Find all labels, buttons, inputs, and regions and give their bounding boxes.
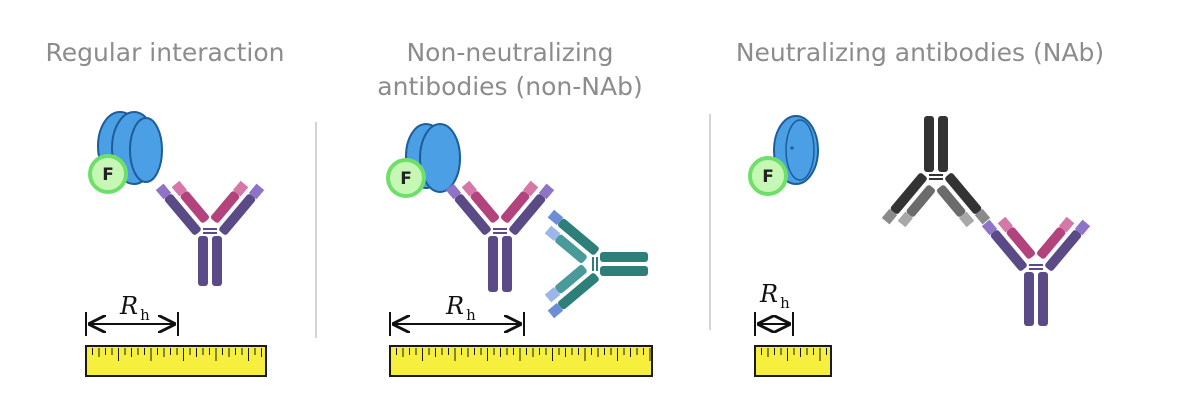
fluorophore-icon: F	[386, 158, 426, 198]
protein-complex: F	[386, 123, 461, 198]
fluorophore-label: F	[762, 167, 774, 187]
protein-lobe	[129, 117, 163, 183]
measuring-ruler	[389, 345, 653, 377]
antibody-icon	[445, 180, 555, 292]
measuring-ruler	[754, 345, 832, 377]
ruler-body	[85, 345, 267, 377]
measuring-ruler	[85, 345, 267, 377]
antibody-heavy-chain	[198, 236, 208, 286]
fluorophore-icon: F	[88, 154, 128, 194]
secondary-antibody-icon	[544, 209, 648, 319]
fluorophore-label: F	[400, 169, 412, 189]
panel-title-regular-interaction: Regular interaction	[45, 38, 285, 67]
ruler-body	[389, 345, 653, 377]
protein-complex: F	[748, 115, 819, 196]
fluorophore-label: F	[102, 165, 114, 185]
antibody-heavy-chain	[212, 236, 222, 286]
panel-title-neutralizing: Neutralizing antibodies (NAb)	[735, 38, 1105, 67]
panel-title-non-neutralizing: Non-neutralizing antibodies (non-NAb)	[377, 38, 643, 101]
neutralizing-antibody-icon	[881, 116, 991, 228]
antibody-icon	[155, 180, 265, 286]
antibody-icon	[981, 216, 1091, 326]
fluorophore-icon: F	[748, 156, 788, 196]
protein-complex: F	[88, 111, 163, 194]
